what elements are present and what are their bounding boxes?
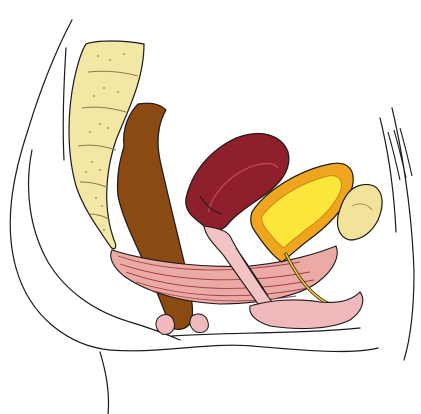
vessel-lines: [388, 128, 412, 180]
